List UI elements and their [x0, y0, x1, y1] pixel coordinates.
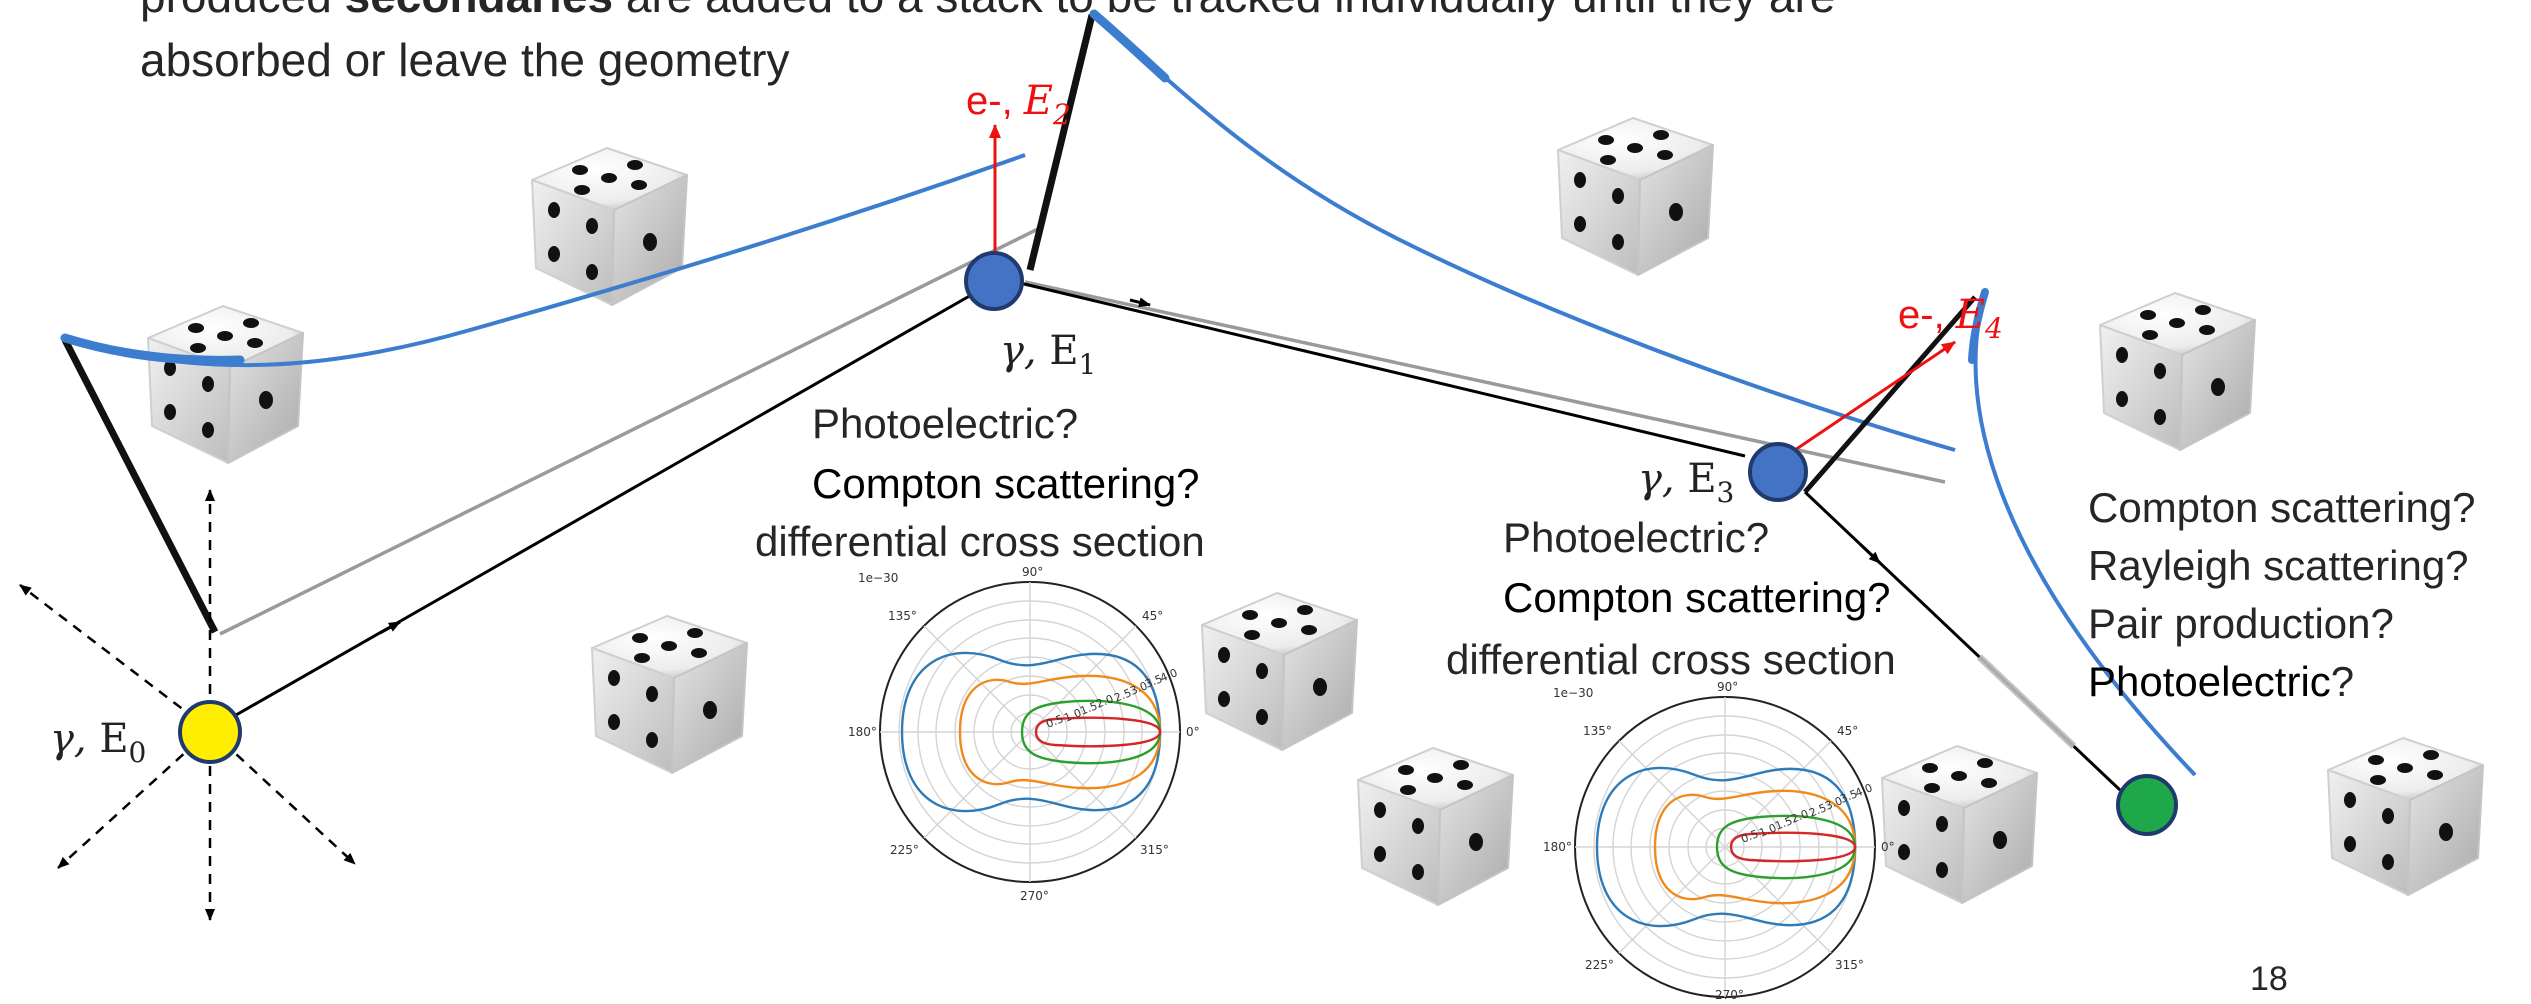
q3-rayleigh: Rayleigh scattering?	[2088, 542, 2469, 589]
svg-text:45°: 45°	[1837, 724, 1858, 738]
label-electron-e2: e-, E2	[966, 78, 1071, 131]
q1-compton: Compton scattering?	[812, 460, 1200, 507]
svg-text:45°: 45°	[1142, 609, 1163, 623]
svg-text:135°: 135°	[1583, 724, 1612, 738]
electron-arrow-e4	[1794, 340, 1956, 452]
svg-text:3.5: 3.5	[1838, 787, 1859, 806]
svg-text:270°: 270°	[1715, 988, 1744, 1002]
photon-path-0-1	[214, 288, 981, 729]
q3-photoelectric: Photoelectric?	[2088, 658, 2354, 705]
svg-text:180°: 180°	[1543, 840, 1572, 854]
grey-track-2	[1024, 280, 1946, 484]
grey-track-1	[219, 226, 1041, 636]
svg-text:225°: 225°	[1585, 958, 1614, 972]
photon-path-1-3	[1019, 281, 1746, 458]
label-gamma-e0: γ, E0	[50, 716, 146, 769]
q1-differential: differential cross section	[755, 518, 1205, 565]
svg-text:2.0: 2.0	[1094, 692, 1115, 711]
svg-text:3.0: 3.0	[1823, 794, 1844, 813]
page-number: 18	[2250, 960, 2288, 998]
svg-text:225°: 225°	[890, 843, 919, 857]
svg-text:0.5: 0.5	[1044, 712, 1065, 731]
q2-photoelectric: Photoelectric?	[1503, 514, 1769, 561]
q2-differential: differential cross section	[1446, 636, 1896, 683]
svg-text:270°: 270°	[1020, 889, 1049, 903]
svg-text:1.5: 1.5	[1773, 814, 1794, 833]
svg-text:90°: 90°	[1022, 565, 1043, 579]
track-curve-middle	[1092, 12, 1956, 452]
svg-text:0°: 0°	[1881, 840, 1895, 854]
boundary-line-right	[1803, 295, 1977, 494]
die-6	[1357, 747, 1514, 906]
q2-compton: Compton scattering?	[1503, 574, 1891, 621]
svg-text:4.0: 4.0	[1853, 781, 1874, 800]
absorption-point	[2116, 774, 2178, 836]
svg-text:2.0: 2.0	[1789, 807, 1810, 826]
q1-photoelectric: Photoelectric?	[812, 400, 1078, 447]
header-line-2: absorbed or leave the geometry	[140, 34, 790, 86]
die-3	[591, 615, 748, 774]
svg-text:0°: 0°	[1186, 725, 1200, 739]
question-group-3: Compton scattering? Rayleigh scattering?…	[2088, 484, 2476, 705]
label-gamma-e3: γ, E3	[1638, 456, 1734, 509]
q3-compton: Compton scattering?	[2088, 484, 2476, 531]
svg-text:1.0: 1.0	[1062, 706, 1083, 725]
die-7	[1881, 745, 2038, 904]
question-group-2: Photoelectric? Compton scattering? diffe…	[1446, 514, 1896, 683]
die-1	[531, 147, 688, 306]
boundary-line-middle	[1026, 14, 1096, 271]
svg-text:1e−30: 1e−30	[1553, 686, 1593, 700]
svg-text:2.5: 2.5	[1112, 686, 1133, 705]
die-4	[1201, 592, 1358, 751]
die-9	[2327, 737, 2484, 896]
source-emission-arrows	[19, 489, 356, 921]
boundary-line-left	[61, 338, 219, 634]
interaction-point-1	[964, 251, 1024, 311]
svg-text:2.5: 2.5	[1807, 801, 1828, 820]
svg-text:1.0: 1.0	[1757, 821, 1778, 840]
svg-text:1e−30: 1e−30	[858, 571, 898, 585]
svg-text:135°: 135°	[888, 609, 917, 623]
header-line-1: produced secondaries are added to a stac…	[140, 0, 1835, 22]
svg-text:315°: 315°	[1140, 843, 1169, 857]
question-group-1: Photoelectric? Compton scattering? diffe…	[755, 400, 1205, 565]
die-2	[147, 305, 304, 464]
svg-text:3.5: 3.5	[1143, 672, 1164, 691]
svg-text:4.0: 4.0	[1158, 666, 1179, 685]
die-8	[2099, 292, 2256, 451]
label-gamma-e1: γ, E1	[1000, 328, 1096, 381]
polar-plot-1: 1e−30 90° 45° 0° 315° 270° 225° 180° 135…	[848, 565, 1200, 903]
source-point	[178, 700, 242, 764]
polar-plot-2: 1e−30 90° 45° 0° 315° 270° 225° 180° 135…	[1543, 680, 1895, 1002]
svg-text:315°: 315°	[1835, 958, 1864, 972]
q3-pair: Pair production?	[2088, 600, 2394, 647]
die-5	[1557, 117, 1714, 276]
interaction-point-3	[1748, 442, 1808, 502]
svg-text:1.5: 1.5	[1078, 699, 1099, 718]
svg-text:0.5: 0.5	[1739, 827, 1760, 846]
svg-text:3.0: 3.0	[1128, 679, 1149, 698]
svg-text:90°: 90°	[1717, 680, 1738, 694]
svg-text:180°: 180°	[848, 725, 877, 739]
label-electron-e4: e-, E4	[1898, 292, 2003, 345]
